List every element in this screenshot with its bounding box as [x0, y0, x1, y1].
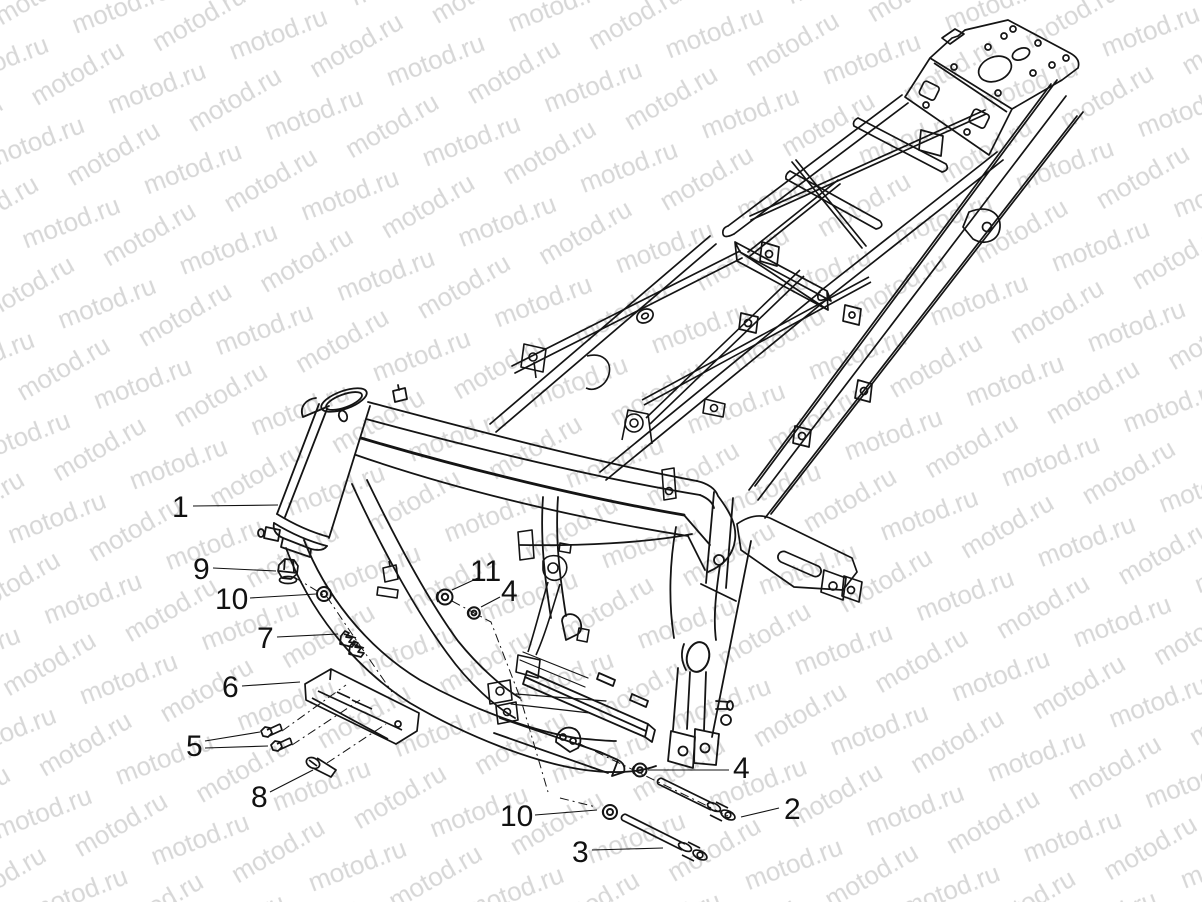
svg-text:2: 2 [784, 793, 801, 826]
svg-text:6: 6 [222, 671, 239, 704]
svg-text:7: 7 [257, 622, 274, 655]
svg-text:5: 5 [186, 730, 203, 763]
svg-text:4: 4 [501, 575, 518, 608]
svg-text:11: 11 [470, 555, 501, 588]
svg-text:4: 4 [733, 752, 750, 785]
svg-text:9: 9 [193, 553, 210, 586]
svg-text:3: 3 [572, 836, 589, 869]
svg-text:1: 1 [172, 491, 189, 524]
svg-text:10: 10 [215, 583, 248, 616]
svg-text:8: 8 [251, 781, 268, 814]
svg-text:10: 10 [500, 800, 533, 833]
